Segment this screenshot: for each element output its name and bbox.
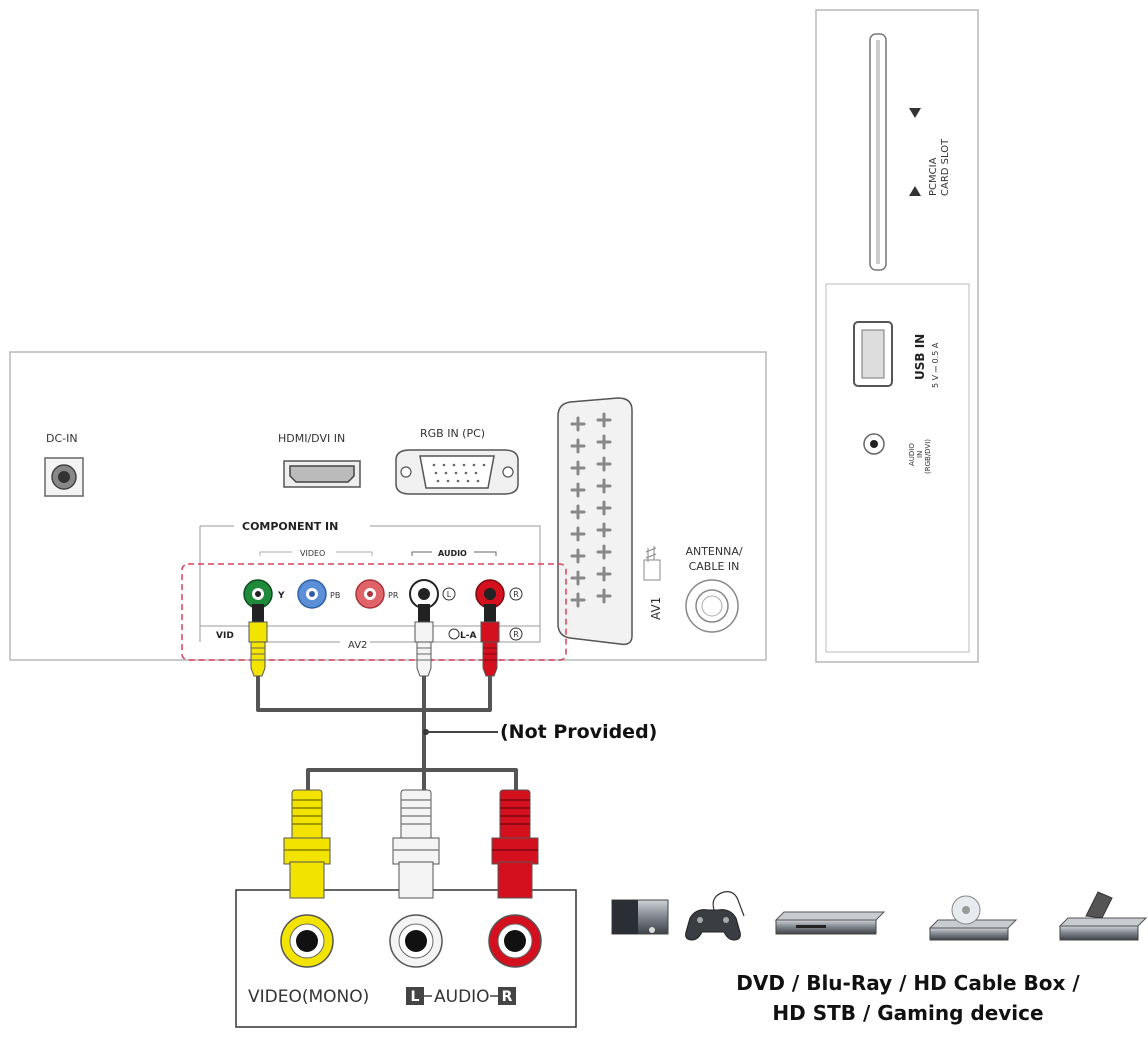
source-jack-audio-r[interactable] <box>488 914 542 968</box>
pcmcia-label: PCMCIA CARD SLOT <box>928 138 951 196</box>
lower-plug-yellow <box>283 789 331 899</box>
tv-back-panel: DC-IN HDMI/DVI IN RGB IN (PC) <box>9 351 767 661</box>
jack-r-label: R <box>513 590 519 599</box>
camcorder-icon <box>611 899 669 935</box>
antenna-label-line2: CABLE IN <box>689 560 740 573</box>
component-in-label: COMPONENT IN <box>242 520 338 533</box>
jack-pr[interactable] <box>355 579 385 609</box>
usb-spec: 5 V ⎓ 0.5 A <box>931 342 940 388</box>
av-highlight-box <box>181 563 567 661</box>
antenna-label-line1: ANTENNA/ <box>685 545 742 558</box>
video-group-label: VIDEO <box>300 549 325 558</box>
antenna-port[interactable] <box>685 579 739 633</box>
jack-audio-r[interactable] <box>475 579 505 609</box>
audio-in-line2: IN <box>916 451 924 458</box>
jack-audio-l[interactable] <box>409 579 439 609</box>
audio-in-line1: AUDIO <box>908 443 916 466</box>
rgb-port[interactable] <box>395 449 519 495</box>
set-top-box-icon <box>1058 891 1148 941</box>
jack-pb-label: PB <box>330 591 340 600</box>
jack-y[interactable] <box>243 579 273 609</box>
jack-y-label: Y <box>277 591 285 601</box>
usb-port[interactable] <box>853 321 893 387</box>
usb-label: USB IN <box>913 334 927 380</box>
source-r-label: R <box>502 989 513 1005</box>
cable-note: (Not Provided) <box>500 721 657 743</box>
hdmi-port[interactable] <box>283 460 361 488</box>
av2-label: AV2 <box>348 640 367 651</box>
source-audio-label: AUDIO <box>434 987 490 1007</box>
pcmcia-slot[interactable] <box>869 33 887 271</box>
devices-line2: HD STB / Gaming device <box>772 1001 1043 1025</box>
tv-side-panel: PCMCIA CARD SLOT USB IN 5 V ⎓ 0.5 A AUDI… <box>815 9 979 663</box>
hdmi-label: HDMI/DVI IN <box>278 432 345 445</box>
pcmcia-label-line1: PCMCIA <box>928 157 939 196</box>
jack-pb[interactable] <box>297 579 327 609</box>
source-l-box <box>406 987 424 1005</box>
dvd-player-icon <box>928 895 1018 941</box>
audio-in-line3: (RGB/DVI) <box>924 439 932 474</box>
upper-plug-white <box>414 604 434 677</box>
dc-in-label: DC-IN <box>46 432 78 445</box>
audio-in-port[interactable] <box>863 433 885 455</box>
source-jack-video[interactable] <box>280 914 334 968</box>
av-cable <box>256 676 518 795</box>
pcmcia-label-line2: CARD SLOT <box>940 138 951 196</box>
source-video-label: VIDEO(MONO) <box>248 987 369 1007</box>
source-jack-audio-l[interactable] <box>389 914 443 968</box>
bluray-player-icon <box>774 911 886 935</box>
dc-in-port[interactable] <box>44 457 84 497</box>
upper-plug-yellow <box>248 604 268 677</box>
av2-video-short: VID <box>216 631 234 641</box>
audio-group-label: AUDIO <box>438 549 467 558</box>
rgb-label: RGB IN (PC) <box>420 427 485 440</box>
devices-line1: DVD / Blu-Ray / HD Cable Box / <box>736 971 1080 995</box>
game-controller-icon <box>685 891 745 941</box>
av2-audio-label: L-A <box>460 631 476 641</box>
lower-plug-white <box>392 789 440 899</box>
upper-plug-red <box>480 604 500 677</box>
av1-label: AV1 <box>649 597 663 620</box>
av2-r-label: R <box>513 630 519 639</box>
source-r-box <box>498 987 516 1005</box>
scart-port[interactable] <box>557 397 633 646</box>
jack-pr-label: PR <box>388 591 399 600</box>
scart-symbol-icon <box>643 546 661 581</box>
lower-plug-red <box>491 789 539 899</box>
jack-l-label: L <box>447 590 452 599</box>
source-l-label: L <box>411 989 420 1005</box>
